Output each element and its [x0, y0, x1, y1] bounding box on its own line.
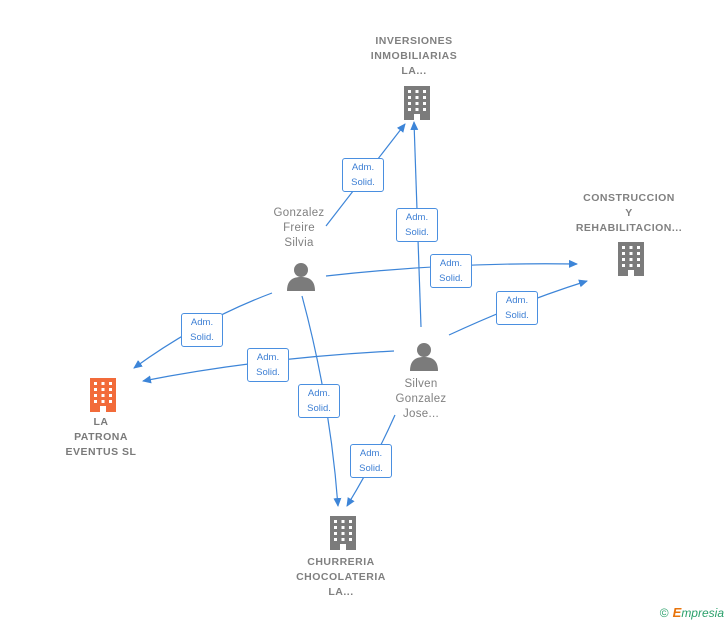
edge-tag-gonzalez-churreria: Adm. Solid. [298, 384, 340, 418]
company-label-construccion[interactable]: CONSTRUCCION Y REHABILITACION... [575, 192, 683, 234]
brand-initial: E [672, 605, 682, 620]
person-icon [410, 343, 438, 371]
edge-tag-silven-churreria: Adm. Solid. [350, 444, 392, 478]
edge-tag-silven-inversiones: Adm. Solid. [396, 208, 438, 242]
brand-watermark: ©Empresia [660, 605, 724, 620]
company-label-churreria[interactable]: CHURRERIA CHOCOLATERIA LA... [296, 556, 386, 598]
person-label-gonzalez-freire[interactable]: Gonzalez Freire Silvia [273, 207, 325, 249]
building-icon [90, 378, 116, 412]
edge-tag-silven-lapatrona: Adm. Solid. [247, 348, 289, 382]
edge-tag-gonzalez-construccion: Adm. Solid. [430, 254, 472, 288]
company-label-la-patrona[interactable]: LA PATRONA EVENTUS SL [65, 416, 137, 458]
edge-tag-silven-construccion: Adm. Solid. [496, 291, 538, 325]
edge-tag-gonzalez-lapatrona: Adm. Solid. [181, 313, 223, 347]
person-icon [287, 263, 315, 291]
edge-tag-gonzalez-inversiones: Adm. Solid. [342, 158, 384, 192]
building-icon [618, 242, 644, 276]
building-icon [330, 516, 356, 550]
company-label-inversiones[interactable]: INVERSIONES INMOBILIARIAS LA... [370, 35, 458, 77]
building-icon [404, 86, 430, 120]
copyright-symbol: © [659, 606, 669, 620]
brand-name: mpresia [681, 606, 724, 620]
person-label-silven[interactable]: Silven Gonzalez Jose... [395, 378, 447, 420]
